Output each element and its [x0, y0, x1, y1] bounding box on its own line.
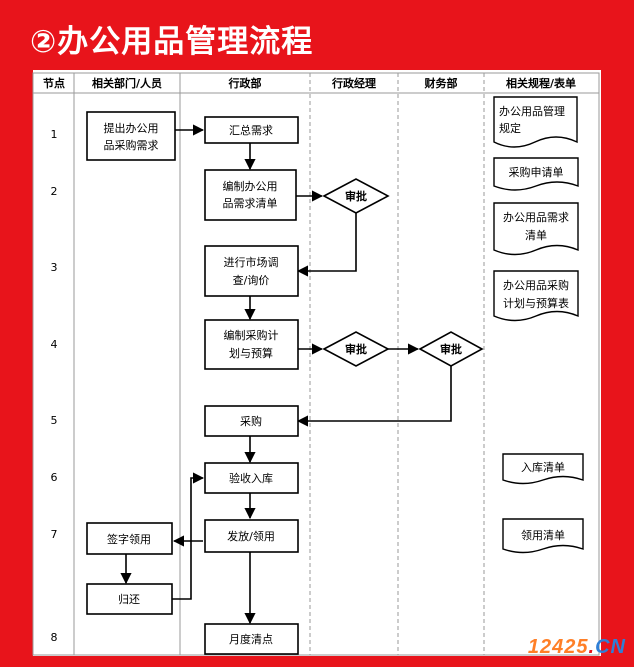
doc-label: 办公用品需求 [503, 211, 569, 224]
node-number: 6 [51, 471, 58, 484]
box-label: 月度清点 [229, 632, 273, 646]
doc-label: 采购申请单 [509, 165, 564, 179]
rules-doc [493, 96, 578, 148]
node-number: 2 [51, 185, 58, 198]
watermark-dot: . [588, 636, 596, 658]
watermark-digits: 12425 [527, 636, 589, 658]
box-label: 发放/领用 [227, 529, 275, 543]
doc-label: 办公用品采购 [503, 278, 569, 292]
inspect-stock-in-box [204, 462, 299, 494]
plan-budget-doc [493, 270, 579, 322]
page-title: ②办公用品管理流程 [30, 24, 314, 60]
purchase-form-doc [493, 157, 579, 191]
doc-label: 领用清单 [521, 529, 565, 542]
header-forms: 相关规程/表单 [506, 76, 576, 90]
compile-demand-list-box [204, 169, 297, 221]
box-label: 品采购需求 [104, 138, 159, 152]
stock-in-doc [502, 453, 584, 485]
doc-label: 规定 [499, 121, 521, 135]
table-grid [32, 72, 600, 656]
box-label: 归还 [118, 592, 140, 606]
purchase-box [204, 405, 299, 437]
node-number: 8 [51, 631, 58, 644]
watermark: 12425.CN [528, 636, 626, 659]
issue-list-doc [502, 518, 584, 554]
node-number: 7 [51, 528, 58, 541]
doc-label: 办公用品管理 [499, 104, 565, 118]
box-label: 进行市场调 [224, 255, 279, 269]
box-label: 签字领用 [107, 532, 151, 546]
issue-box [204, 519, 299, 553]
box-label: 编制办公用 [223, 179, 278, 193]
decision-label: 审批 [440, 342, 462, 356]
watermark-suffix: CN [595, 636, 626, 658]
box-label: 品需求清单 [223, 197, 278, 210]
approval-diamond-2 [322, 331, 390, 367]
box-label: 划与预算 [229, 346, 273, 360]
box-label: 采购 [240, 414, 262, 428]
header-dept: 相关部门/人员 [92, 76, 162, 90]
header-admin-manager: 行政经理 [331, 76, 376, 90]
market-survey-box [204, 245, 299, 297]
box-label: 汇总需求 [229, 123, 273, 137]
node-number: 1 [51, 128, 58, 141]
header-finance: 财务部 [424, 76, 458, 90]
doc-label: 计划与预算表 [503, 296, 569, 310]
header-admin: 行政部 [228, 76, 262, 90]
approval-diamond-1 [322, 178, 390, 214]
doc-label: 清单 [525, 229, 547, 242]
box-label: 查/询价 [233, 273, 270, 287]
monthly-count-box [204, 623, 299, 655]
node-number: 5 [51, 414, 58, 427]
return-box [86, 583, 173, 615]
connectors [120, 124, 452, 625]
demand-list-doc [493, 202, 579, 256]
box-label: 提出办公用 [104, 121, 159, 135]
propose-demand-box [86, 111, 176, 161]
compile-plan-box [204, 319, 299, 370]
sign-receipt-box [86, 522, 173, 555]
node-number: 4 [51, 338, 58, 351]
header-node: 节点 [43, 76, 65, 90]
decision-label: 审批 [345, 342, 367, 356]
summarize-demand-box [204, 116, 299, 144]
box-label: 验收入库 [229, 471, 273, 485]
decision-label: 审批 [345, 189, 367, 203]
box-label: 编制采购计 [224, 328, 279, 342]
node-number: 3 [51, 261, 58, 274]
approval-diamond-3 [418, 331, 484, 367]
doc-label: 入库清单 [521, 461, 565, 474]
